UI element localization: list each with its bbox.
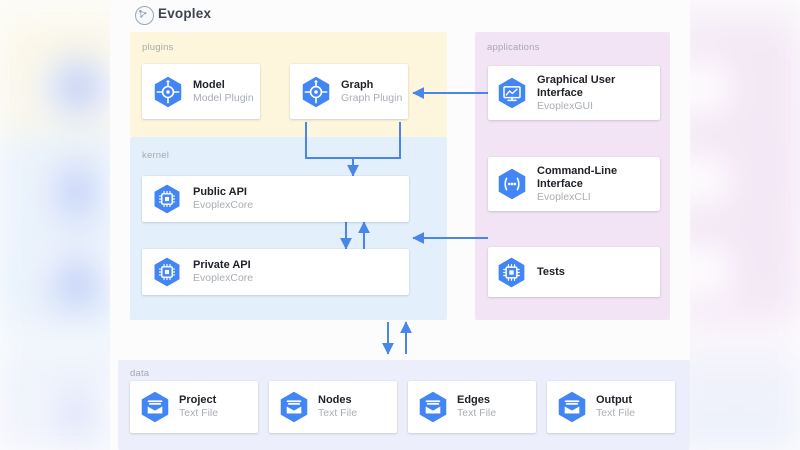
blurred-left-gutter: [0, 0, 158, 450]
blur-blob-2: [52, 168, 102, 216]
card-tests[interactable]: Tests: [488, 247, 669, 306]
card-title: Graph: [341, 78, 374, 91]
region-label-applications: applications: [487, 42, 540, 53]
card-subtitle: EvoplexCore: [193, 199, 254, 212]
compass-target-icon: [151, 75, 185, 109]
cpu-chip-icon: [151, 256, 183, 288]
compass-target-icon: [299, 75, 333, 109]
file-archive-icon: [277, 390, 311, 424]
card-subtitle: Text File: [457, 407, 497, 420]
app-logo-bar: Evoplex: [110, 0, 690, 30]
blur-blob-1: [52, 62, 104, 112]
card-title: Edges: [457, 394, 491, 407]
blurred-right-gutter: [660, 0, 800, 450]
blur-band-data-right: [670, 360, 800, 450]
terminal-dots-icon: [495, 167, 529, 201]
card-subtitle: EvoplexGUI: [537, 99, 594, 112]
file-archive-icon: [555, 390, 589, 424]
card-subtitle: EvoplexCore: [193, 272, 254, 285]
file-archive-icon: [416, 390, 450, 424]
card-subtitle: Text File: [318, 407, 358, 420]
card-title: Command-Line Interface: [537, 164, 618, 190]
card-title: Nodes: [318, 394, 352, 407]
card-data-project[interactable]: Project Text File: [130, 381, 258, 433]
card-data-edges[interactable]: Edges Text File: [408, 381, 536, 433]
app-title: Evoplex: [158, 6, 212, 21]
card-data-nodes[interactable]: Nodes Text File: [269, 381, 397, 433]
card-data-output[interactable]: Output Text File: [547, 381, 675, 433]
card-private-api[interactable]: Private API EvoplexCore: [142, 249, 409, 295]
blur-blob-3: [52, 258, 102, 306]
card-subtitle: Graph Plugin: [341, 91, 403, 104]
card-model-plugin[interactable]: Model Model Plugin: [142, 64, 269, 128]
card-title: Graphical User Interface: [537, 73, 616, 99]
evoplex-node-graph-logo-icon: [135, 6, 154, 25]
diagram-canvas: Evoplex plugins kernel applications data: [110, 0, 690, 450]
card-title: Private API: [193, 259, 251, 272]
card-title: Project: [179, 394, 217, 407]
card-public-api[interactable]: Public API EvoplexCore: [142, 176, 409, 222]
region-label-kernel: kernel: [142, 150, 170, 161]
card-command-line-interface[interactable]: Command-Line Interface EvoplexCLI: [488, 157, 660, 211]
card-title: Public API: [193, 186, 247, 199]
card-title: Tests: [537, 265, 565, 278]
monitor-chart-icon: [495, 76, 529, 110]
card-title: Model: [193, 78, 225, 91]
card-subtitle: Text File: [596, 407, 636, 420]
card-subtitle: Model Plugin: [193, 91, 254, 104]
region-label-plugins: plugins: [142, 42, 174, 53]
card-title: Output: [596, 394, 633, 407]
card-subtitle: Text File: [179, 407, 219, 420]
card-graph-plugin[interactable]: Graph Graph Plugin: [290, 64, 417, 128]
blur-blob-4: [52, 390, 100, 436]
file-archive-icon: [138, 390, 172, 424]
card-graphical-user-interface[interactable]: Graphical User Interface EvoplexGUI: [488, 66, 660, 120]
cpu-chip-icon: [495, 256, 528, 289]
cpu-chip-icon: [151, 183, 183, 215]
card-subtitle: EvoplexCLI: [537, 190, 591, 203]
region-label-data: data: [130, 368, 150, 379]
